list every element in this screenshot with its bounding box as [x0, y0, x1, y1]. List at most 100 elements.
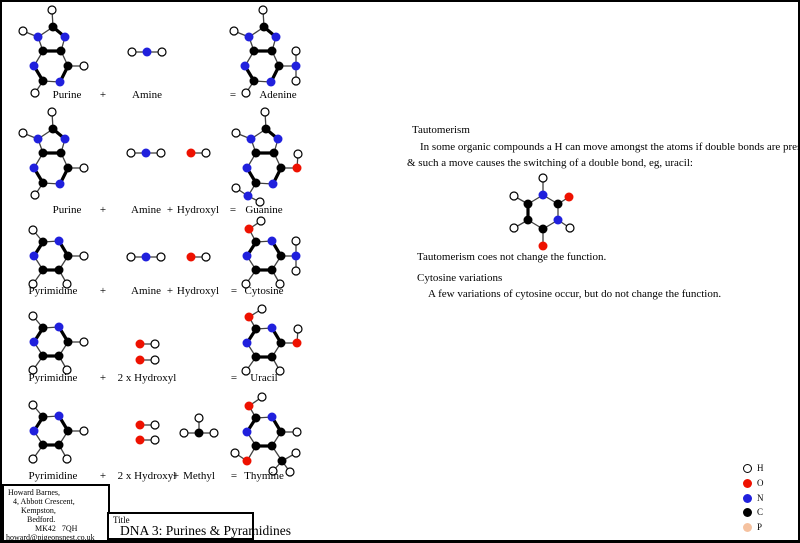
label-pyrimidine: Pyrimidine [28, 285, 78, 297]
atom-H [257, 304, 267, 314]
atom-N [29, 163, 39, 173]
equals-sign: = [230, 470, 238, 482]
molecule-amine-2 [126, 148, 166, 158]
molecule-pyrimidine-3 [28, 225, 89, 289]
tautomerism-footer: Tautomerism coes not change the function… [417, 251, 607, 263]
tautomerism-line1: In some organic compounds a H can move a… [420, 141, 800, 153]
atom-H [150, 420, 160, 430]
legend-swatch-H [742, 463, 752, 473]
atom-H [230, 448, 240, 458]
atom-H [30, 88, 40, 98]
legend-label-H: H [757, 462, 764, 473]
molecule-purine-2 [18, 107, 89, 200]
label-thymine: Thymine [244, 470, 284, 482]
atom-H [157, 47, 167, 57]
atom-N [33, 32, 43, 42]
label-amine: Amine [131, 285, 161, 297]
atom-N [273, 134, 283, 144]
atom-H [126, 252, 136, 262]
address-box: Howard Barnes, 4, Abbott Crescent, Kemps… [2, 484, 110, 542]
atom-O [538, 241, 548, 251]
atom-H [291, 266, 301, 276]
atom-N [242, 251, 252, 261]
atom-H [291, 76, 301, 86]
atom-H [241, 279, 251, 289]
atom-N [29, 61, 39, 71]
atom-N [244, 32, 254, 42]
molecule-cytosine [241, 216, 301, 289]
atom-N [54, 411, 64, 421]
atom-H [179, 428, 189, 438]
atom-C [63, 337, 73, 347]
atom-C [276, 163, 286, 173]
atom-H [275, 279, 285, 289]
atom-H [150, 355, 160, 365]
atom-C [63, 426, 73, 436]
molecule-purine-1 [18, 5, 89, 98]
atom-C [276, 251, 286, 261]
atom-C [251, 441, 261, 451]
atom-N [538, 190, 548, 200]
atom-N [55, 179, 65, 189]
plus-sign: + [166, 204, 174, 216]
atom-C [277, 456, 287, 466]
plus-sign: + [166, 285, 174, 297]
atom-O [135, 435, 145, 445]
atom-O [292, 163, 302, 173]
atom-C [54, 265, 64, 275]
atom-C [54, 440, 64, 450]
atom-C [249, 76, 259, 86]
address-line: 4, Abbott Crescent, [13, 497, 75, 506]
molecule-pyrimidine-4 [28, 311, 89, 375]
atom-C [267, 352, 277, 362]
atom-H [150, 339, 160, 349]
atom-H [47, 107, 57, 117]
atom-H [28, 311, 38, 321]
plus-sign: + [99, 204, 107, 216]
atom-C [38, 323, 48, 333]
legend-label-P: P [757, 521, 763, 532]
atom-C [63, 251, 73, 261]
atom-N [55, 77, 65, 87]
address-line: Kempston, [21, 506, 56, 515]
atom-C [56, 148, 66, 158]
legend-swatch-C [742, 507, 752, 517]
atom-H [285, 467, 295, 477]
address-line: Bedford. [27, 515, 56, 524]
atom-H [126, 148, 136, 158]
atom-N [266, 77, 276, 87]
atom-H [231, 128, 241, 138]
molecule-hydroxyl-5b [135, 435, 160, 445]
atom-C [48, 22, 58, 32]
atom-C [251, 178, 261, 188]
plus-sign: + [172, 470, 180, 482]
atom-N [246, 134, 256, 144]
atom-N [60, 134, 70, 144]
molecule-amine-1 [127, 47, 167, 57]
atom-C [538, 224, 548, 234]
atom-N [29, 251, 39, 261]
atom-C [251, 148, 261, 158]
atom-H [291, 236, 301, 246]
label-purine: Purine [52, 204, 82, 216]
atom-N [29, 337, 39, 347]
label-guanine: Guanine [245, 204, 283, 216]
atom-C [38, 178, 48, 188]
atom-H [209, 428, 219, 438]
atom-C [63, 163, 73, 173]
atom-H [293, 149, 303, 159]
atom-N [267, 236, 277, 246]
atom-O [244, 312, 254, 322]
atom-H [30, 190, 40, 200]
atom-N [243, 191, 253, 201]
atom-C [38, 148, 48, 158]
plus-sign: + [99, 285, 107, 297]
molecule-thymine [230, 392, 302, 477]
label-pyrimidine: Pyrimidine [28, 470, 78, 482]
atom-H [229, 26, 239, 36]
atom-H [509, 223, 519, 233]
atom-H [194, 413, 204, 423]
atom-N [267, 323, 277, 333]
atom-C [38, 76, 48, 86]
